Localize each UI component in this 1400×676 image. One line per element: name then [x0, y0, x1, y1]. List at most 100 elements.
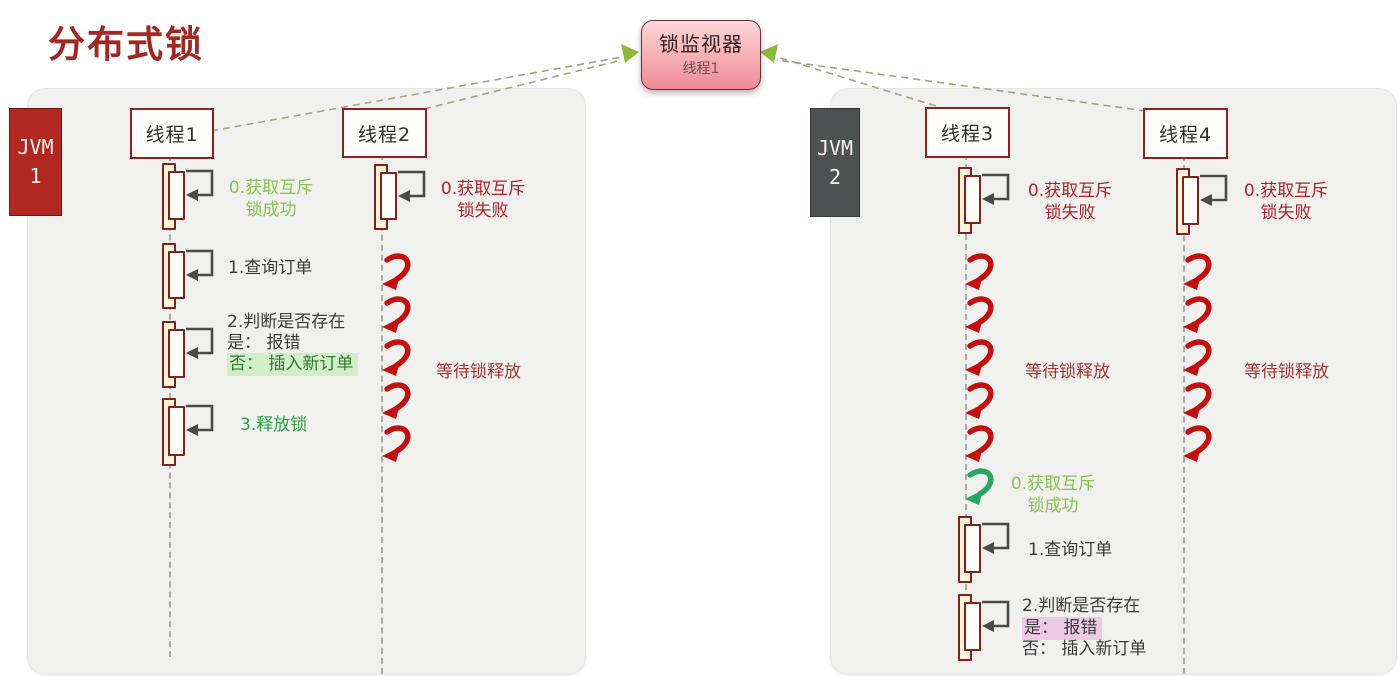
self-call-arrow-icon	[982, 522, 1010, 554]
lifeline-thread4	[1183, 155, 1185, 674]
activation-front	[168, 329, 185, 378]
retry-arrow-icon	[382, 382, 411, 419]
thread4-wait-retry-arrows	[1182, 251, 1216, 463]
retry-arrow-icon	[382, 253, 411, 290]
activation-thread3-acquire	[958, 167, 1018, 234]
jvm1-label-line1: JVM	[17, 135, 54, 159]
acquire-fail-line2: 锁失败	[1044, 203, 1096, 223]
jvm2-label-line2: 2	[828, 164, 842, 189]
retry-arrow-icon	[965, 425, 994, 462]
retry-arrow-icon	[1183, 425, 1212, 462]
thread2-box: 线程2	[342, 108, 427, 158]
thread2-wait-release-label: 等待锁释放	[436, 362, 521, 382]
acquire-success-line2: 锁成功	[245, 200, 297, 220]
thread2-wait-retry-arrows	[381, 251, 415, 463]
page-title: 分布式锁	[48, 23, 204, 66]
thread1-acquire-success-label: 0.获取互斥 锁成功	[221, 177, 321, 221]
retry-arrow-icon	[965, 468, 994, 505]
retry-arrow-icon	[1183, 339, 1212, 376]
self-call-arrow-icon	[186, 327, 214, 359]
self-call-arrow-icon	[982, 173, 1010, 205]
jvm2-label-line1: JVM	[816, 135, 854, 160]
judge-exists-line: 2.判断是否存在	[227, 312, 346, 332]
self-call-arrow-icon	[186, 404, 214, 436]
connector-arrowhead-right-icon	[760, 44, 778, 63]
thread1-release-lock-label: 3.释放锁	[240, 415, 308, 435]
lock-monitor-box: 锁监视器 线程1	[641, 20, 761, 90]
self-call-arrow-icon	[982, 600, 1010, 632]
acquire-success-line1: 0.获取互斥	[228, 178, 314, 198]
thread3-wait-release-label: 等待锁释放	[1025, 362, 1110, 382]
activation-thread1-judge	[162, 321, 222, 388]
thread3-box: 线程3	[925, 107, 1010, 158]
retry-arrow-icon	[1183, 296, 1212, 333]
jvm2-panel	[830, 88, 1397, 675]
lock-monitor-title: 锁监视器	[659, 32, 743, 56]
connector-thread4-to-monitor	[776, 59, 1147, 112]
activation-thread1-acquire	[162, 163, 222, 230]
thread3-acquire-success-arrow	[964, 466, 998, 506]
activation-thread4-acquire	[1176, 168, 1236, 235]
retry-arrow-icon	[382, 425, 411, 462]
activation-thread3-query	[958, 516, 1018, 583]
thread1-box: 线程1	[130, 108, 214, 159]
lifeline-thread3	[965, 154, 967, 660]
acquire-fail-line1: 0.获取互斥	[440, 179, 526, 199]
retry-arrow-icon	[1183, 382, 1212, 419]
activation-front	[168, 171, 185, 220]
jvm1-label: JVM 1	[9, 108, 62, 216]
no-insert-line: 否： 插入新订单	[1022, 639, 1147, 659]
connector-thread1-to-monitor	[210, 56, 623, 132]
retry-arrow-icon	[1183, 253, 1212, 290]
no-insert-line-highlighted: 否： 插入新订单	[227, 353, 359, 376]
self-call-arrow-icon	[186, 249, 214, 281]
retry-arrow-icon	[965, 296, 994, 333]
activation-front	[168, 406, 185, 456]
yes-error-line-highlighted: 是： 报错	[1022, 616, 1103, 640]
retry-arrow-icon	[382, 339, 411, 376]
jvm2-label: JVM 2	[810, 108, 860, 217]
acquire-success-line1: 0.获取互斥	[1010, 474, 1096, 494]
retry-arrow-icon	[382, 296, 411, 333]
activation-thread3-judge	[958, 594, 1018, 661]
thread2-acquire-fail-label: 0.获取互斥 锁失败	[433, 178, 533, 222]
thread3-query-order-label: 1.查询订单	[1028, 540, 1113, 560]
acquire-fail-line1: 0.获取互斥	[1027, 181, 1113, 201]
thread4-wait-release-label: 等待锁释放	[1244, 362, 1329, 382]
retry-arrow-icon	[965, 382, 994, 419]
acquire-fail-line1: 0.获取互斥	[1243, 181, 1329, 201]
self-call-arrow-icon	[186, 169, 214, 201]
retry-arrow-icon	[965, 253, 994, 290]
acquire-success-line2: 锁成功	[1027, 496, 1079, 516]
thread4-box: 线程4	[1143, 108, 1228, 159]
lock-monitor-owner: 线程1	[682, 61, 720, 77]
jvm1-panel	[27, 88, 586, 675]
activation-front	[964, 175, 981, 224]
thread3-judge-label: 2.判断是否存在 是： 报错 否： 插入新订单	[1022, 596, 1146, 660]
activation-front	[964, 524, 981, 573]
activation-front	[380, 172, 397, 220]
connector-thread3-to-monitor	[776, 56, 937, 107]
activation-front	[964, 602, 981, 651]
thread3-acquire-success-label: 0.获取互斥 锁成功	[1003, 473, 1103, 517]
jvm1-label-line2: 1	[29, 164, 42, 188]
thread1-query-order-label: 1.查询订单	[228, 258, 313, 278]
thread3-acquire-fail-label: 0.获取互斥 锁失败	[1020, 180, 1120, 224]
connector-arrowhead-left-icon	[621, 44, 639, 63]
thread3-wait-retry-arrows	[964, 251, 998, 463]
activation-thread1-query	[162, 243, 222, 309]
self-call-arrow-icon	[398, 170, 426, 202]
activation-thread2-acquire	[374, 164, 434, 230]
acquire-fail-line2: 锁失败	[1260, 203, 1312, 223]
thread1-judge-label: 2.判断是否存在 是： 报错 否： 插入新订单	[227, 312, 359, 376]
connector-thread2-to-monitor	[423, 59, 623, 110]
thread4-acquire-fail-label: 0.获取互斥 锁失败	[1236, 180, 1336, 224]
acquire-fail-line2: 锁失败	[457, 201, 509, 221]
activation-thread1-release	[162, 398, 222, 466]
activation-front	[1182, 176, 1199, 225]
self-call-arrow-icon	[1200, 174, 1228, 206]
activation-front	[168, 251, 185, 299]
lifeline-thread2	[381, 154, 383, 674]
